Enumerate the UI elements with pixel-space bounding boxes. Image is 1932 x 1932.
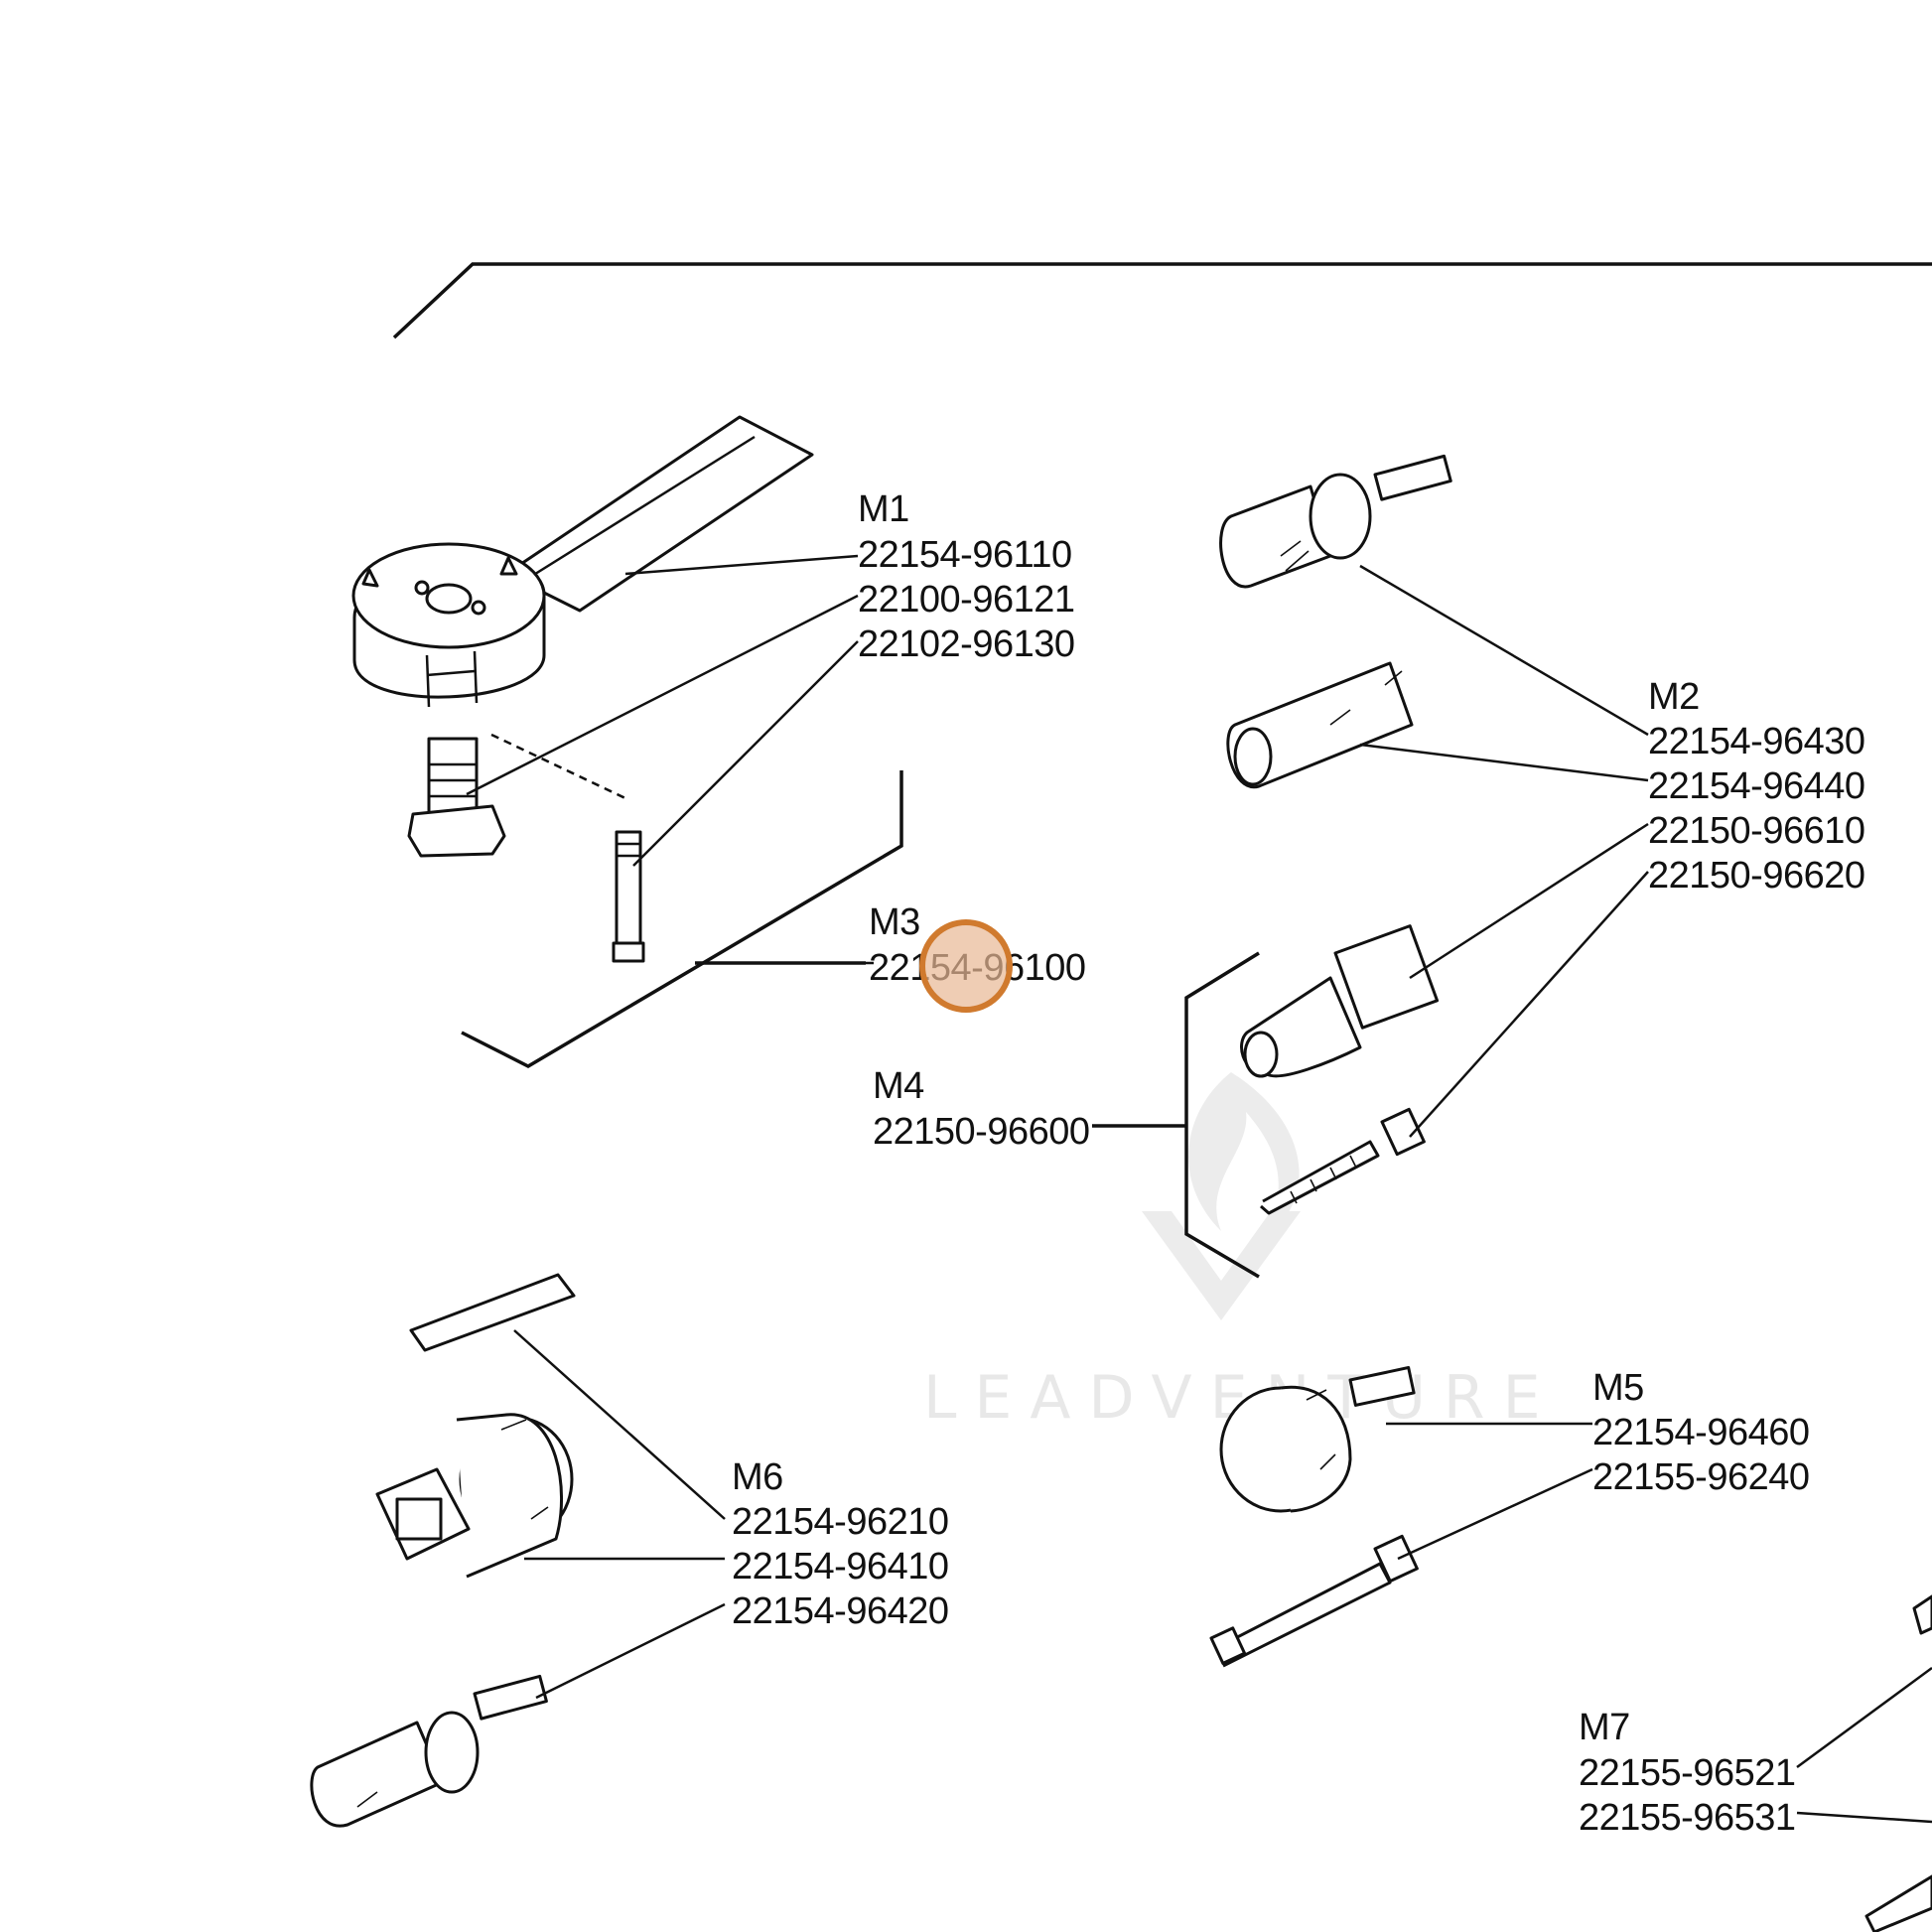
m1-parts-drawing (351, 415, 814, 963)
m1-title: M1 (858, 488, 909, 530)
m7-part-1[interactable]: 22155-96521 (1579, 1752, 1796, 1794)
m2-label-group: M2 22154-96430 22154-96440 22150-96610 2… (1648, 676, 1865, 897)
watermark: LEADVENTURE (923, 1072, 1541, 1433)
m2-parts-drawing (1219, 454, 1452, 1215)
m1-part-2[interactable]: 22100-96121 (858, 579, 1075, 621)
m6-title: M6 (732, 1456, 783, 1498)
m6-part-1[interactable]: 22154-96210 (732, 1501, 949, 1543)
m1-label-group: M1 22154-96110 22100-96121 22102-96130 (858, 488, 1075, 665)
m6-part-2[interactable]: 22154-96410 (732, 1546, 949, 1587)
m5-title: M5 (1592, 1367, 1644, 1409)
m1-part-3[interactable]: 22102-96130 (858, 623, 1075, 665)
m5-label-group: M5 22154-96460 22155-96240 (1592, 1367, 1810, 1498)
m2-part-1[interactable]: 22154-96430 (1648, 721, 1865, 762)
m4-part-1[interactable]: 22150-96600 (873, 1111, 1090, 1153)
click-marker (919, 919, 1013, 1013)
m2-part-4[interactable]: 22150-96620 (1648, 855, 1865, 897)
m2-title: M2 (1648, 676, 1700, 718)
m5-part-2[interactable]: 22155-96240 (1592, 1456, 1810, 1498)
m2-part-2[interactable]: 22154-96440 (1648, 765, 1865, 807)
m4-title: M4 (873, 1065, 924, 1107)
frame-outline (392, 262, 1932, 1279)
m7-title: M7 (1579, 1707, 1630, 1748)
m4-label-group: M4 22150-96600 (873, 1065, 1090, 1153)
m2-part-3[interactable]: 22150-96610 (1648, 810, 1865, 852)
m6-parts-drawing (310, 1273, 576, 1828)
m7-label-group: M7 22155-96521 22155-96531 (1579, 1707, 1796, 1839)
m5-parts-drawing (1209, 1366, 1419, 1668)
m7-parts-drawing (1864, 1594, 1932, 1932)
leader-lines (466, 554, 1932, 1824)
m6-label-group: M6 22154-96210 22154-96410 22154-96420 (732, 1456, 949, 1632)
m1-part-1[interactable]: 22154-96110 (858, 534, 1072, 576)
m7-part-2[interactable]: 22155-96531 (1579, 1797, 1796, 1839)
m6-part-3[interactable]: 22154-96420 (732, 1590, 949, 1632)
m3-title: M3 (869, 901, 920, 943)
m5-part-1[interactable]: 22154-96460 (1592, 1412, 1810, 1453)
